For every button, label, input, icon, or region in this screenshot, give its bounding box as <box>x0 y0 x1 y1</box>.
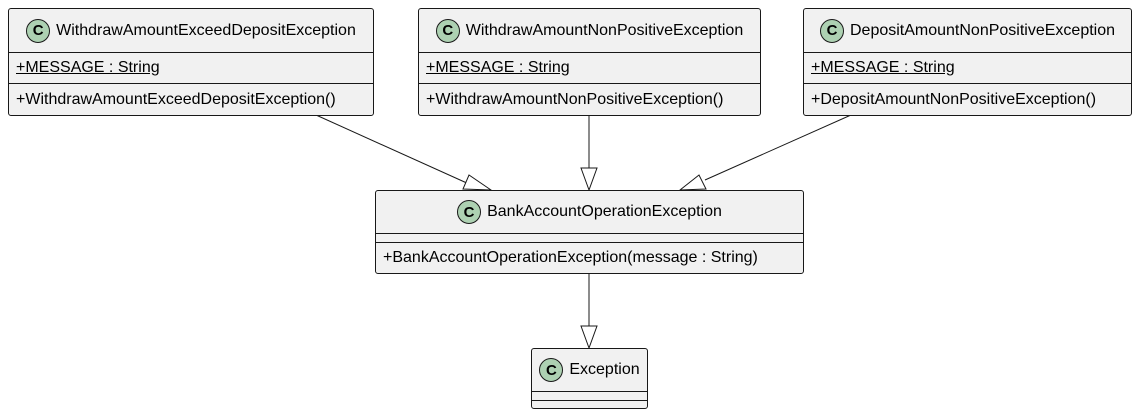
class-header: C WithdrawAmountNonPositiveException <box>419 9 760 52</box>
class-icon: C <box>457 200 482 224</box>
class-name: WithdrawAmountNonPositiveException <box>465 21 744 39</box>
divider <box>532 400 647 401</box>
class-method: +WithdrawAmountExceedDepositException() <box>16 91 336 108</box>
class-deposit-amount-non-positive-exception[interactable]: C DepositAmountNonPositiveException +MES… <box>803 8 1132 116</box>
generalization-arrowhead <box>580 167 598 192</box>
class-header: C DepositAmountNonPositiveException <box>804 9 1131 52</box>
class-field: +MESSAGE : String <box>811 59 955 76</box>
generalization-arrowhead <box>580 325 598 350</box>
edge-deposit-nonpositive-to-bank-op <box>704 114 852 181</box>
class-name: DepositAmountNonPositiveException <box>849 21 1116 39</box>
class-icon: C <box>539 358 564 382</box>
class-withdraw-amount-exceed-deposit-exception[interactable]: C WithdrawAmountExceedDepositException +… <box>8 8 374 116</box>
generalization-arrowhead <box>462 174 493 191</box>
class-method: +DepositAmountNonPositiveException() <box>811 91 1097 108</box>
divider <box>376 242 803 243</box>
divider <box>419 83 760 84</box>
class-exception[interactable]: C Exception <box>531 348 648 409</box>
empty-field-compartment <box>376 234 803 242</box>
class-method: +BankAccountOperationException(message :… <box>383 249 758 266</box>
divider <box>804 52 1131 53</box>
class-withdraw-amount-non-positive-exception[interactable]: C WithdrawAmountNonPositiveException +ME… <box>418 8 761 116</box>
class-name: WithdrawAmountExceedDepositException <box>56 21 356 39</box>
class-bank-account-operation-exception[interactable]: C BankAccountOperationException +BankAcc… <box>375 190 804 274</box>
divider <box>532 391 647 392</box>
divider <box>9 83 373 84</box>
divider <box>9 52 373 53</box>
empty-field-compartment <box>532 392 647 400</box>
class-name: BankAccountOperationException <box>487 203 722 220</box>
divider <box>376 233 803 234</box>
class-icon: C <box>819 18 844 43</box>
class-icon: C <box>435 18 460 43</box>
class-name: Exception <box>569 361 640 378</box>
class-field: +MESSAGE : String <box>16 59 160 76</box>
class-header: C BankAccountOperationException <box>376 191 803 233</box>
class-header: C WithdrawAmountExceedDepositException <box>9 9 373 52</box>
generalization-arrowhead <box>678 174 707 191</box>
class-icon: C <box>26 18 51 43</box>
class-method: +WithdrawAmountNonPositiveException() <box>426 91 724 108</box>
divider <box>419 52 760 53</box>
divider <box>804 83 1131 84</box>
class-field: +MESSAGE : String <box>426 59 570 76</box>
edge-withdraw-exceed-to-bank-op <box>315 114 470 185</box>
class-header: C Exception <box>532 349 647 391</box>
